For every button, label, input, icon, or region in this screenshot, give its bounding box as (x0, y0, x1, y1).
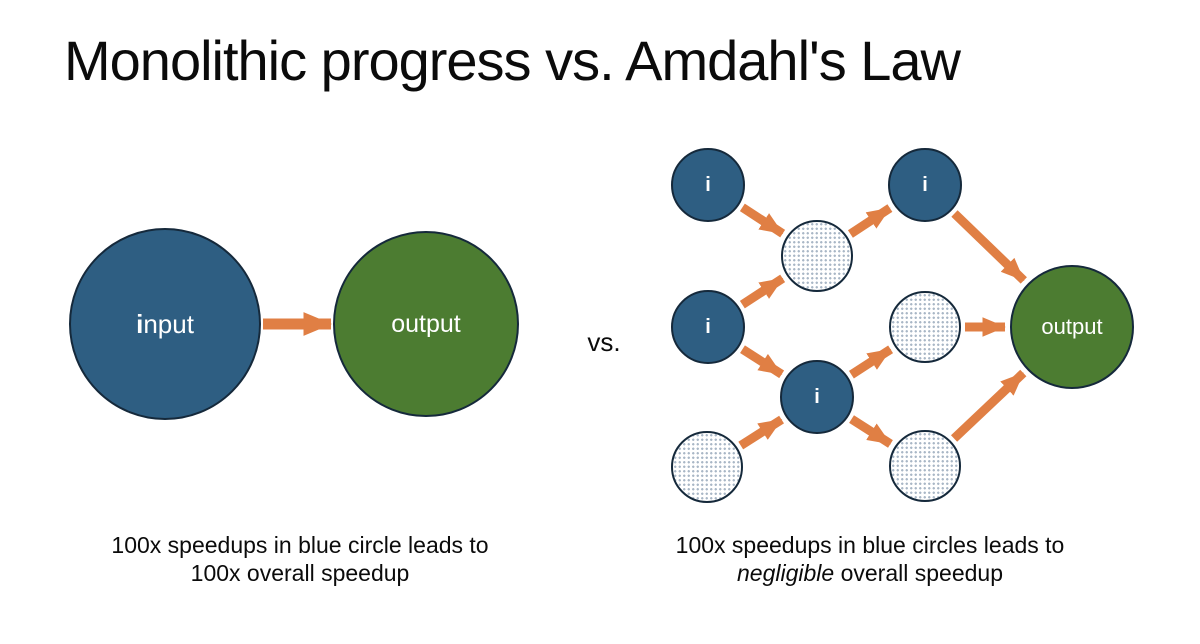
right-arrow-i3-to-s1 (739, 274, 786, 309)
right-caption-line2: negligible overall speedup (638, 559, 1102, 587)
right-node-s2 (889, 291, 961, 363)
right-arrow-i4-to-s2 (848, 345, 894, 379)
right-node-i4: i (780, 360, 854, 434)
right-node-output-label: output (1041, 314, 1103, 339)
left-caption-line1: 100x speedups in blue circle leads to (111, 532, 489, 558)
left-node-output: output (333, 231, 519, 417)
page-title: Monolithic progress vs. Amdahl's Law (64, 29, 961, 92)
left-node-input-label-bold: i (136, 308, 144, 339)
right-arrow-i3-to-i4 (740, 345, 785, 379)
left-node-output-label: output (391, 309, 461, 338)
left-node-input-label: nput (143, 308, 194, 339)
right-caption-line2-rest: overall speedup (834, 560, 1003, 586)
right-node-i1-label-bold: i (705, 173, 711, 196)
right-node-output: output (1010, 265, 1134, 389)
left-caption: 100x speedups in blue circle leads to 10… (68, 531, 532, 587)
right-node-s4 (889, 430, 961, 502)
right-arrow-i4-to-s4 (849, 415, 893, 448)
right-node-i3: i (671, 290, 745, 364)
right-arrow-s4-to-output (950, 369, 1027, 442)
right-node-i3-label-bold: i (705, 315, 711, 338)
right-node-i2: i (888, 148, 962, 222)
right-caption-line1: 100x speedups in blue circles leads to (675, 532, 1065, 558)
left-caption-line2: 100x overall speedup (190, 560, 410, 586)
negligible-italic: negligible (737, 560, 835, 586)
right-arrow-i1-to-s1 (739, 203, 786, 238)
right-node-i4-label-bold: i (814, 385, 820, 408)
vs-label: vs. (587, 327, 621, 357)
right-node-i1: i (671, 148, 745, 222)
right-arrow-s3-to-i4 (738, 415, 784, 450)
right-node-s3 (671, 431, 743, 503)
right-caption: 100x speedups in blue circles leads to n… (638, 531, 1102, 587)
right-arrow-i2-to-output (951, 210, 1027, 284)
right-node-i2-label-bold: i (922, 173, 928, 196)
right-node-s1 (781, 220, 853, 292)
right-arrow-s1-to-i2 (847, 204, 893, 238)
